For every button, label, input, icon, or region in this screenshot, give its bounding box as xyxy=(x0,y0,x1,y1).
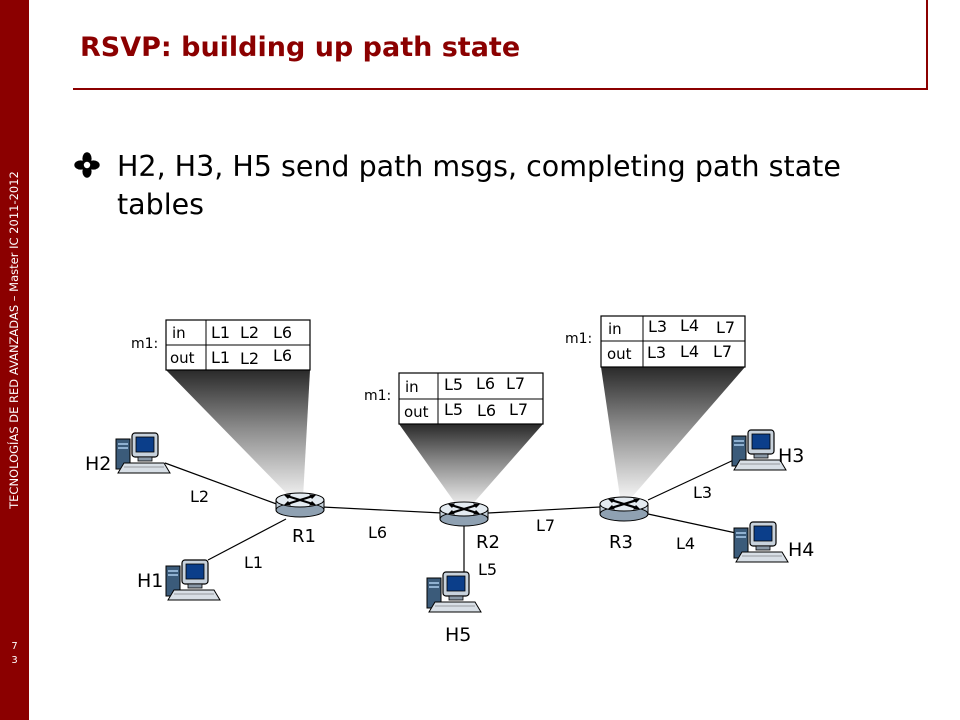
link-label-l4: L4 xyxy=(676,534,695,553)
link-label-l6: L6 xyxy=(368,523,387,542)
table-r3-out-1: L3 xyxy=(647,343,666,362)
table-r2-in-1: L5 xyxy=(444,375,463,394)
table-r2-label: m1: xyxy=(364,388,391,404)
title-divider xyxy=(73,88,927,90)
table-r3-in-1: L3 xyxy=(648,317,667,336)
table-r2-out-3: L7 xyxy=(509,400,528,419)
link-line-l1 xyxy=(207,518,287,561)
table-r3-out-header: out xyxy=(607,345,632,363)
table-r1-out-3: L6 xyxy=(273,346,292,365)
table-fan-r1 xyxy=(166,370,310,498)
bullet-text: H2, H3, H5 send path msgs, completing pa… xyxy=(117,150,841,221)
host-label-h1: H1 xyxy=(137,570,163,592)
host-h5-computer-icon xyxy=(426,571,482,613)
table-r2-out-2: L6 xyxy=(477,401,496,420)
table-r1-out-1: L1 xyxy=(211,348,230,367)
table-r1-in-3: L6 xyxy=(273,323,292,342)
host-label-h4: H4 xyxy=(788,539,814,561)
router-r3 xyxy=(598,495,650,523)
table-r3-in-header: in xyxy=(608,320,622,338)
router-label-r3: R3 xyxy=(609,532,633,553)
table-r2-in-3: L7 xyxy=(506,374,525,393)
page-number-digit-2: 3 xyxy=(11,655,18,666)
host-h2-computer-icon xyxy=(115,432,171,474)
table-r3-out-3: L7 xyxy=(713,342,732,361)
table-fan-r2 xyxy=(399,424,543,507)
link-line-l6 xyxy=(321,506,443,514)
table-r2-out-1: L5 xyxy=(444,400,463,419)
table-r1-out-2: L2 xyxy=(240,349,259,368)
path-state-table-r1: m1: in out L1 L2 L6 L1 L2 L6 xyxy=(131,319,311,371)
router-r1 xyxy=(274,491,326,519)
table-r1-in-1: L1 xyxy=(211,323,230,342)
table-r2-in-header: in xyxy=(405,378,419,396)
host-label-h5: H5 xyxy=(445,624,471,646)
path-state-table-r3: m1: in out L3 L4 L7 L3 L4 L7 xyxy=(565,315,746,368)
page-number: 7 3 xyxy=(0,640,29,668)
router-label-r2: R2 xyxy=(476,532,500,553)
table-r3-in-2: L4 xyxy=(680,316,699,335)
link-label-l7: L7 xyxy=(536,516,555,535)
link-line-l3 xyxy=(647,457,739,501)
host-h4-computer-icon xyxy=(733,521,789,563)
slide-title: RSVP: building up path state xyxy=(80,32,521,63)
router-r2 xyxy=(438,500,490,528)
link-label-l5: L5 xyxy=(478,560,497,579)
table-fan-r3 xyxy=(601,367,745,497)
table-r2-out-header: out xyxy=(404,403,429,421)
path-state-table-r2: m1: in out L5 L6 L7 L5 L6 L7 xyxy=(364,372,544,425)
table-r1-in-header: in xyxy=(172,324,186,342)
link-line-l2 xyxy=(164,462,283,507)
bullet-icon xyxy=(74,152,100,178)
title-divider-vertical xyxy=(926,0,928,90)
page-number-digit-1: 7 xyxy=(11,641,18,652)
table-r3-out-2: L4 xyxy=(680,342,699,361)
router-label-r1: R1 xyxy=(292,526,316,547)
link-line-l4 xyxy=(647,513,737,534)
table-r3-label: m1: xyxy=(565,331,592,347)
link-label-l2: L2 xyxy=(190,487,209,506)
link-label-l3: L3 xyxy=(693,483,712,502)
host-label-h3: H3 xyxy=(778,445,804,467)
table-r1-in-2: L2 xyxy=(240,323,259,342)
link-line-l7 xyxy=(487,506,601,514)
table-r2-in-2: L6 xyxy=(476,374,495,393)
table-r1-out-header: out xyxy=(170,349,195,367)
link-label-l1: L1 xyxy=(244,553,263,572)
table-r1-label: m1: xyxy=(131,336,158,352)
sidebar: TECNOLOGÍAS DE RED AVANZADAS – Master IC… xyxy=(0,0,29,720)
host-label-h2: H2 xyxy=(85,453,111,475)
table-r3-in-3: L7 xyxy=(716,318,735,337)
host-h1-computer-icon xyxy=(165,559,221,601)
